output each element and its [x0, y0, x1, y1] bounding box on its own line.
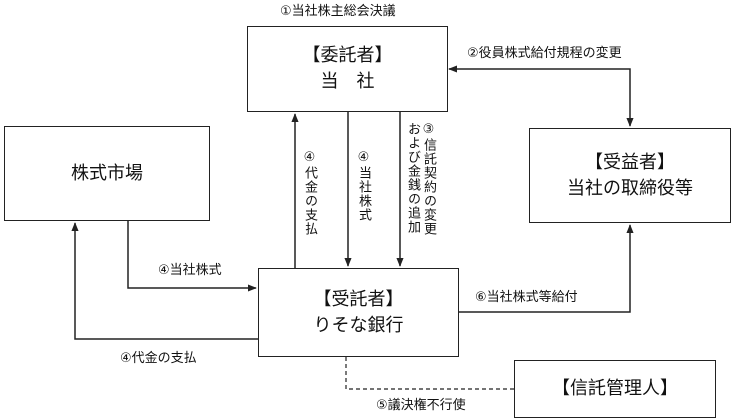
stock-market-title: 株式市場 [71, 162, 143, 184]
label-5-voting-rights: ⑤議決権不行使 [376, 398, 466, 413]
label-3-money-added-vertical: および金銭の追加 [405, 122, 420, 234]
trustee-title: 【受託者】 [313, 288, 404, 310]
trust-administrator-box: 【信託管理人】 [514, 360, 716, 418]
trustee-box: 【受託者】 りそな銀行 [258, 268, 459, 357]
arrow-6-delivery [459, 224, 634, 313]
beneficiary-box: 【受益者】 当社の取締役等 [529, 128, 731, 223]
label-6-delivery: ⑥当社株式等給付 [475, 290, 578, 305]
label-1-shareholder-resolution: ①当社株主総会決議 [280, 4, 396, 19]
beneficiary-title: 【受益者】 [585, 151, 675, 173]
label-4-payment-vertical: ④代金の支払 [302, 150, 317, 236]
label-4-shares-from-market: ④当社株式 [158, 263, 222, 278]
trustor-box: 【委託者】 当 社 [247, 26, 448, 112]
label-2-regulation-change: ②役員株式給付規程の変更 [467, 46, 622, 61]
arrow-4-shares-from-market [127, 221, 257, 292]
trustor-subtitle: 当 社 [320, 71, 375, 92]
trustee-subtitle: りそな銀行 [313, 314, 404, 336]
label-4-payment-to-market: ④代金の支払 [120, 351, 197, 366]
beneficiary-subtitle: 当社の取締役等 [567, 177, 693, 199]
arrow-2-regulation-change [448, 65, 634, 127]
trust-administrator-title: 【信託管理人】 [552, 378, 678, 399]
trustor-title: 【委託者】 [302, 45, 393, 66]
label-3-trust-change-vertical: ③信託契約の変更 [421, 122, 436, 236]
label-4-shares-vertical: ④当社株式 [356, 150, 371, 222]
arrow-4-payment-to-market [71, 222, 258, 340]
stock-market-box: 株式市場 [4, 126, 210, 221]
dashed-line-5-voting [345, 357, 514, 390]
